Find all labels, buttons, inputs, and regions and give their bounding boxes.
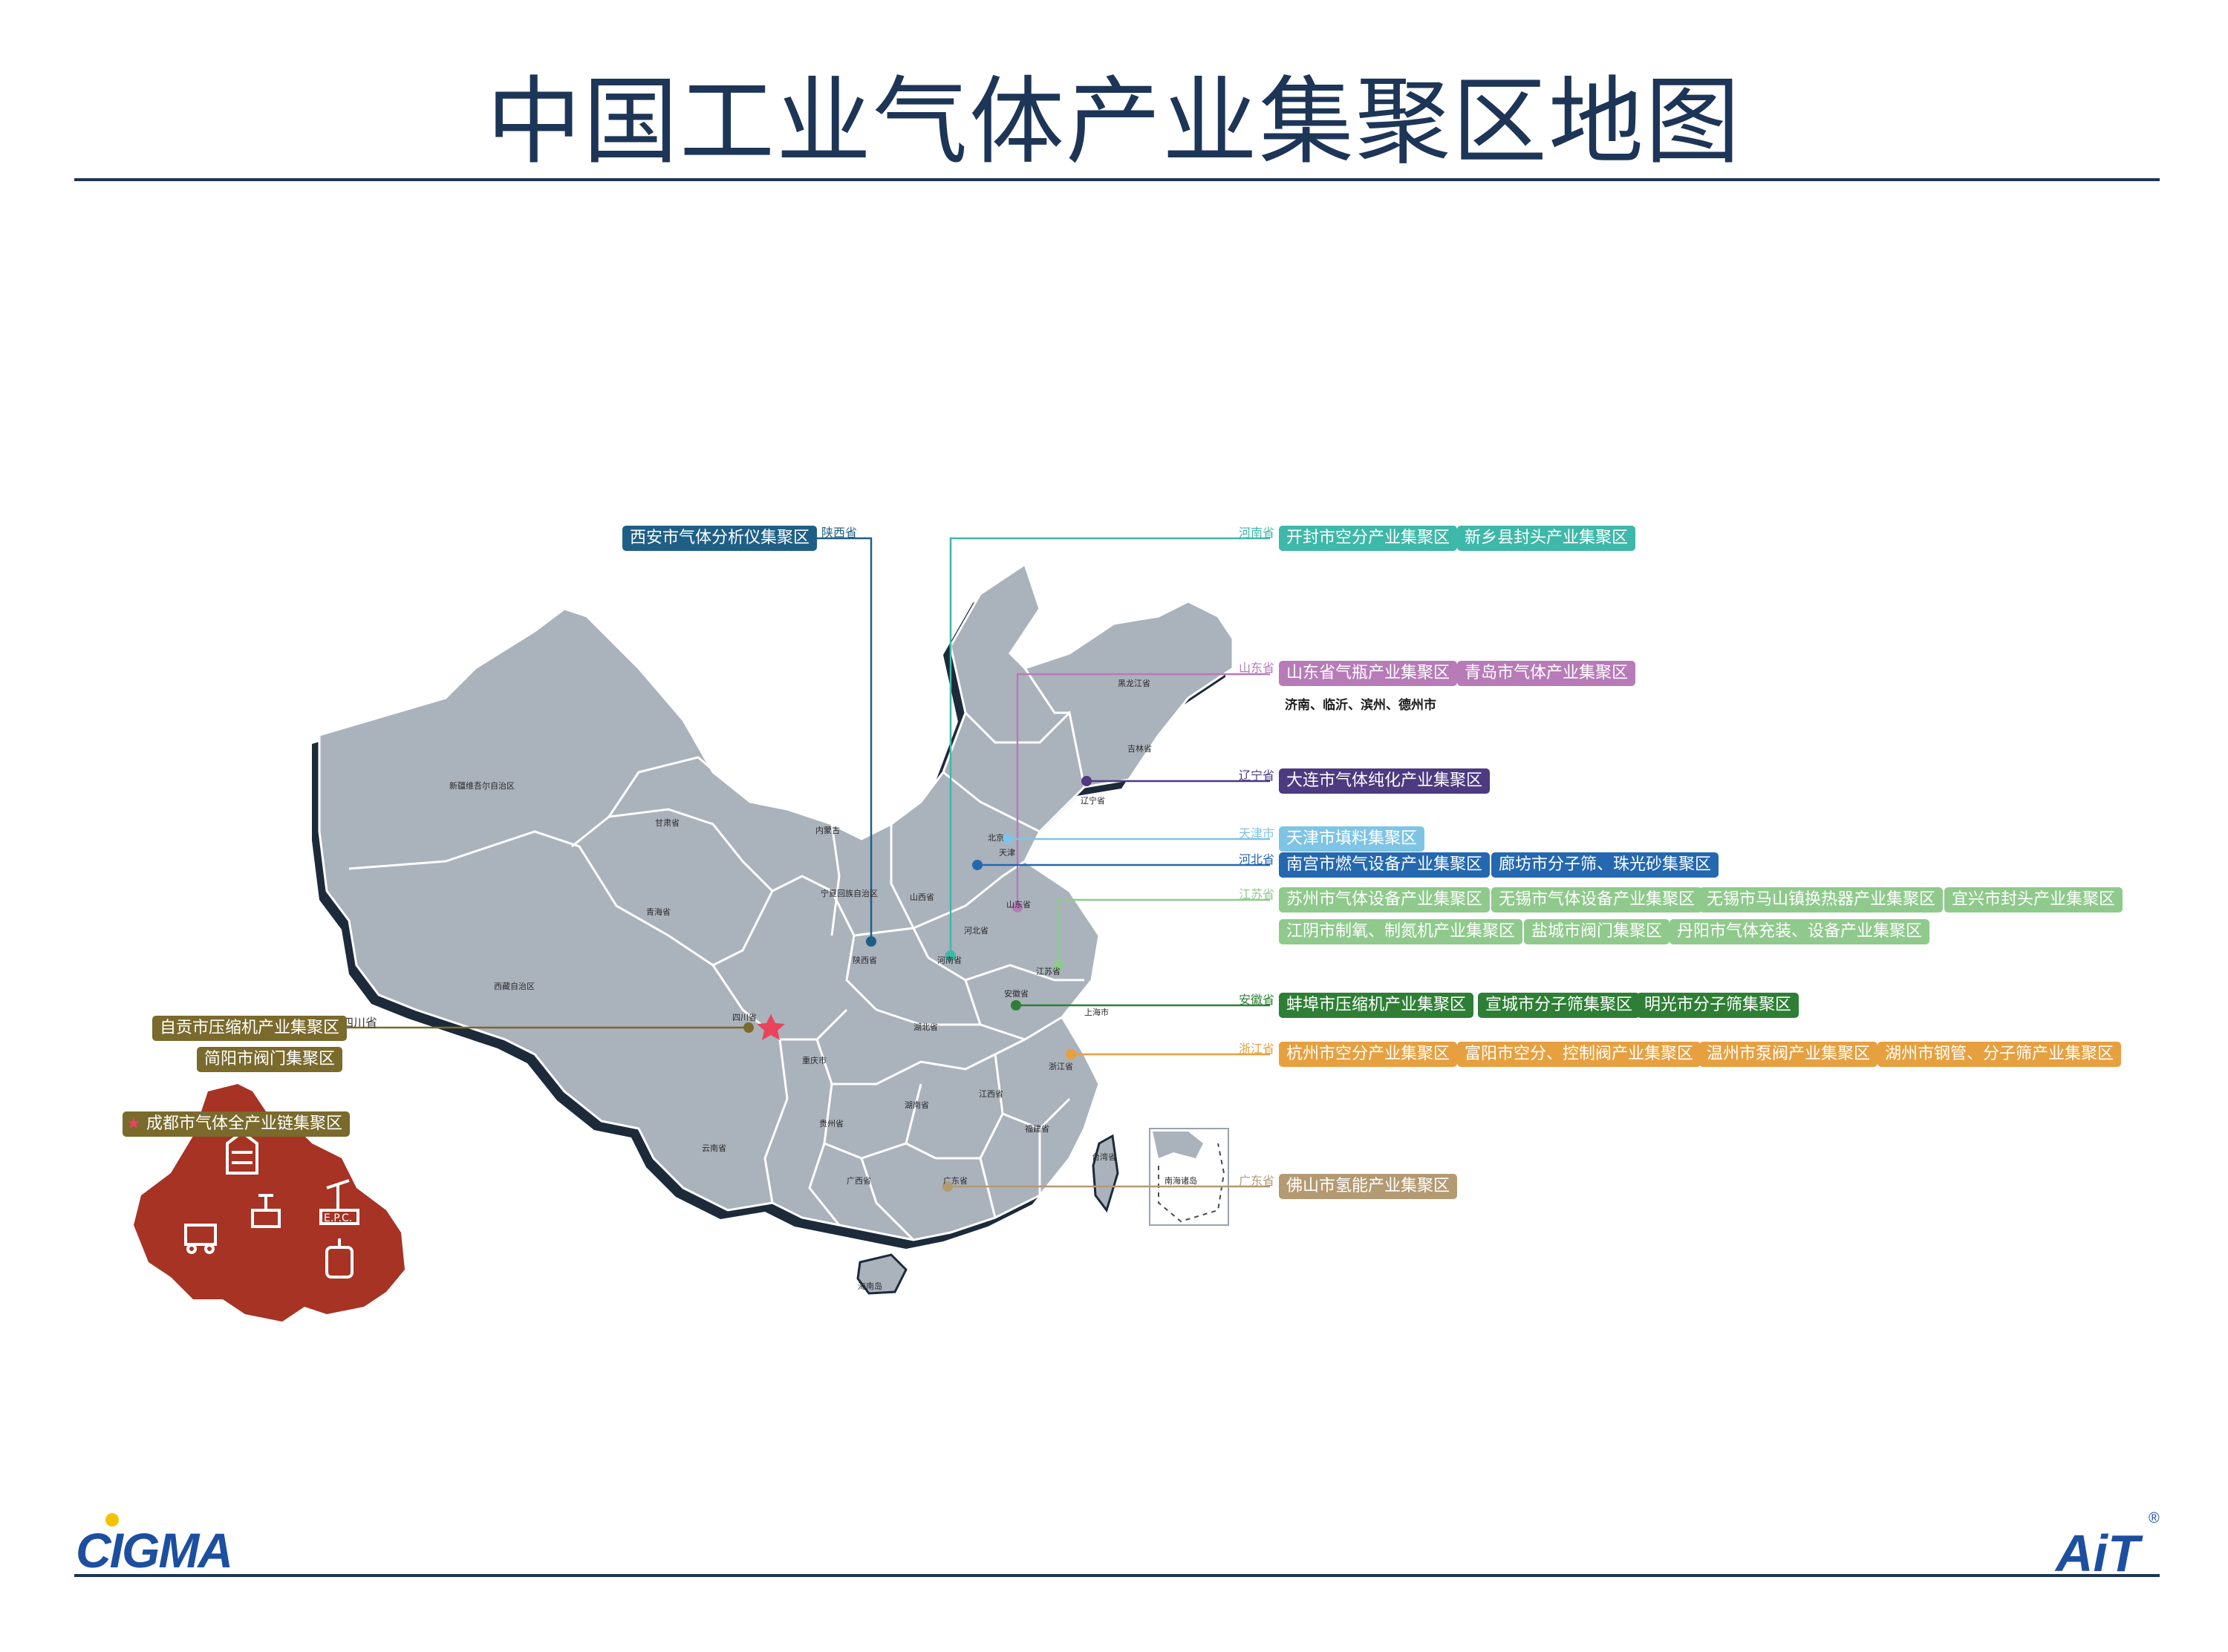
cluster-tag: 成都市气体全产业链集聚区 — [123, 1111, 351, 1137]
province-label: 河南省 — [937, 956, 962, 965]
province-label: 上海市 — [1084, 1008, 1109, 1017]
hainan-island — [856, 1253, 908, 1295]
footer-rule — [74, 1574, 2160, 1577]
leader-lines — [338, 537, 1270, 1188]
province-label: 北京 — [988, 833, 1004, 843]
cigma-logo: CIGMA — [76, 1523, 233, 1578]
province-label: 福建省 — [1025, 1124, 1049, 1134]
cluster-tag: 天津市填料集聚区 — [1279, 826, 1425, 852]
cluster-tag: 廊坊市分子筛、珠光砂集聚区 — [1491, 852, 1719, 878]
chengdu-region — [134, 1084, 405, 1322]
cluster-province-label: 四川省 — [342, 1016, 378, 1030]
province-label: 湖北省 — [913, 1022, 938, 1032]
cluster-tag: 无锡市气体设备产业集聚区 — [1491, 887, 1703, 912]
taiwan-island — [1092, 1134, 1119, 1213]
province-label: 辽宁省 — [1081, 796, 1105, 806]
cluster-tag: 宣城市分子筛集聚区 — [1478, 993, 1641, 1018]
leader-dots — [743, 776, 1092, 1192]
province-label: 广东省 — [943, 1176, 968, 1186]
cluster-province-label: 河北省 — [1239, 852, 1275, 866]
province-label: 南海诸岛 — [1165, 1176, 1197, 1186]
china-mainland — [318, 562, 1234, 1241]
cluster-province-label: 浙江省 — [1239, 1042, 1275, 1056]
cluster-tag: 富阳市空分、控制阀产业集聚区 — [1457, 1042, 1701, 1067]
province-label: 湖南省 — [905, 1100, 929, 1110]
cluster-province-label: 山东省 — [1239, 661, 1275, 675]
province-label: 河北省 — [964, 926, 988, 936]
cluster-tag: 温州市泵阀产业集聚区 — [1699, 1042, 1878, 1067]
province-label: 陕西省 — [853, 956, 877, 965]
cluster-tag: 南宫市燃气设备产业集聚区 — [1279, 852, 1491, 878]
title-underline — [74, 178, 2160, 181]
cluster-tag: 盐城市阀门集聚区 — [1524, 919, 1670, 944]
cluster-tag: 宜兴市封头产业集聚区 — [1944, 887, 2123, 912]
cluster-tag: 丹阳市气体充装、设备产业集聚区 — [1670, 919, 1930, 944]
province-label: 天津 — [999, 848, 1015, 858]
cluster-province-label: 辽宁省 — [1239, 768, 1275, 783]
cluster-tag: 江阴市制氧、制氮机产业集聚区 — [1279, 919, 1523, 944]
cluster-province-label: 江苏省 — [1239, 887, 1275, 901]
cigma-logo-dot — [105, 1513, 119, 1527]
province-label: 四川省 — [732, 1013, 757, 1022]
cluster-province-label: 天津市 — [1239, 826, 1275, 840]
province-label: 内蒙古 — [815, 826, 840, 835]
cluster-tag: 西安市气体分析仪集聚区 — [622, 526, 818, 551]
cluster-tag: 蚌埠市压缩机产业集聚区 — [1279, 993, 1474, 1018]
cluster-tag: 青岛市气体产业集聚区 — [1457, 661, 1636, 686]
cluster-province-label: 陕西省 — [821, 526, 858, 540]
page-title: 中国工业气体产业集聚区地图 — [486, 67, 1742, 177]
province-label: 贵州省 — [819, 1119, 844, 1129]
ait-logo: AiT — [2056, 1524, 2140, 1582]
epc-crane-icon — [319, 1179, 359, 1225]
province-label: 重庆市 — [802, 1056, 827, 1065]
cluster-tag: 新乡县封头产业集聚区 — [1457, 526, 1636, 551]
province-label: 江西省 — [979, 1089, 1003, 1099]
cluster-tag: 大连市气体纯化产业集聚区 — [1279, 768, 1491, 794]
cluster-note: 济南、临沂、滨州、德州市 — [1285, 698, 1436, 713]
province-label: 江苏省 — [1036, 967, 1061, 976]
cluster-province-label: 河南省 — [1239, 526, 1275, 540]
cluster-tag: 山东省气瓶产业集聚区 — [1279, 661, 1458, 686]
chengdu-tag-star-icon: ★ — [126, 1114, 141, 1133]
cluster-tag: 明光市分子筛集聚区 — [1637, 993, 1799, 1018]
province-label: 新疆维吾尔自治区 — [449, 781, 515, 791]
province-label: 山西省 — [910, 892, 934, 902]
cylinder-icon — [325, 1238, 354, 1279]
province-label: 青海省 — [646, 907, 671, 917]
cluster-province-label: 安徽省 — [1239, 993, 1275, 1007]
cluster-tag: 湖州市钢管、分子筛产业集聚区 — [1877, 1042, 2122, 1067]
province-label: 山东省 — [1006, 900, 1031, 910]
province-label: 海南岛 — [858, 1282, 882, 1291]
registered-mark: ® — [2149, 1510, 2160, 1527]
cluster-tag: 开封市空分产业集聚区 — [1279, 526, 1458, 551]
cluster-tag: 简阳市阀门集聚区 — [197, 1047, 343, 1072]
province-label: 广西省 — [847, 1176, 871, 1186]
cluster-tag: 杭州市空分产业集聚区 — [1279, 1042, 1458, 1067]
province-label: 安徽省 — [1004, 989, 1029, 999]
inset-land — [1153, 1132, 1203, 1158]
province-label: 云南省 — [702, 1143, 726, 1153]
province-label: 浙江省 — [1049, 1062, 1073, 1071]
epc-text: E.P.C. — [324, 1212, 352, 1224]
cluster-province-label: 广东省 — [1239, 1174, 1275, 1188]
valve-icon — [251, 1194, 281, 1228]
cluster-tag: 自贡市压缩机产业集聚区 — [152, 1016, 348, 1041]
factory-icon — [226, 1130, 258, 1175]
cluster-tag: 苏州市气体设备产业集聚区 — [1279, 887, 1491, 912]
chengdu-star-icon — [757, 1014, 785, 1040]
cluster-tag: 无锡市马山镇换热器产业集聚区 — [1699, 887, 1944, 912]
cluster-tag: 佛山市氢能产业集聚区 — [1279, 1174, 1458, 1199]
province-label: 台湾省 — [1092, 1152, 1116, 1162]
province-label: 甘肃省 — [655, 818, 680, 828]
province-label: 黑龙江省 — [1118, 679, 1150, 688]
province-label: 西藏自治区 — [494, 982, 535, 991]
province-borders — [348, 667, 1086, 1241]
inset-dashline — [1158, 1143, 1225, 1223]
compressor-icon — [184, 1224, 217, 1254]
province-label: 吉林省 — [1127, 744, 1152, 754]
chengdu-icons — [184, 1130, 359, 1279]
province-label: 宁夏回族自治区 — [821, 889, 878, 898]
